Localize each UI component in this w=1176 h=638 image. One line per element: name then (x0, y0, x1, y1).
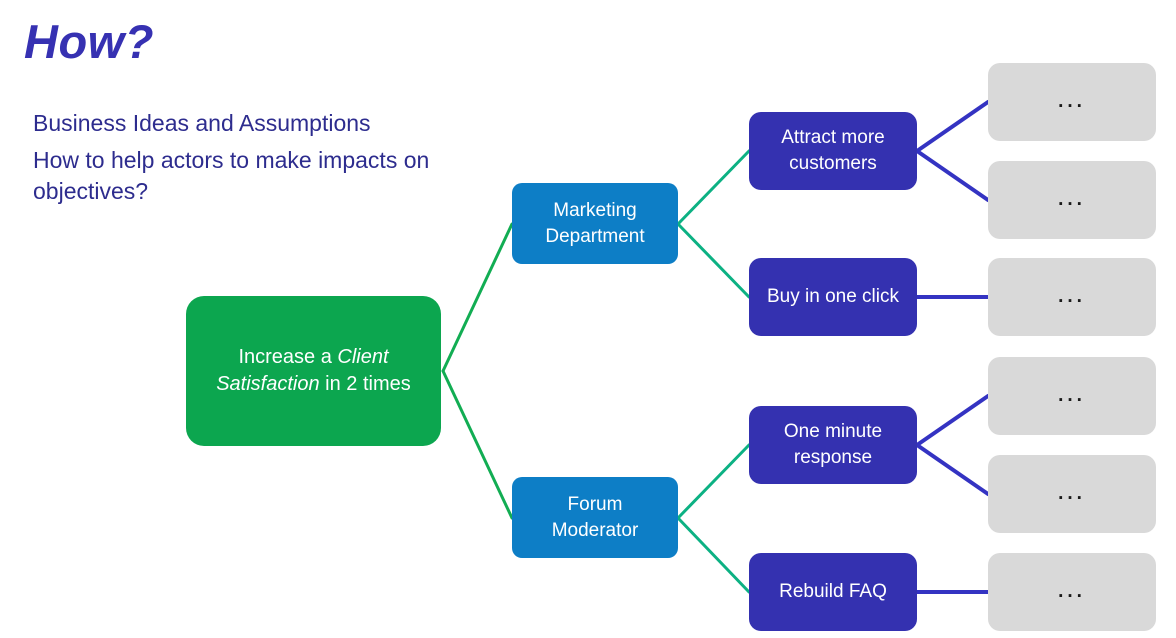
subtitle-line-1: Business Ideas and Assumptions (33, 110, 371, 136)
deliverable-ellipsis-label: ... (1058, 385, 1086, 406)
impact-node-one-minute-response: One minute response (749, 406, 917, 484)
deliverable-ellipsis-label: ... (1058, 91, 1086, 112)
deliverable-placeholder-node: ... (988, 258, 1156, 336)
goal-node-label: Increase a Client Satisfaction in 2 time… (211, 344, 416, 398)
impact-node-label: Attract more customers (781, 127, 885, 174)
impact-node-label: One minute response (783, 421, 883, 468)
connector-marketing-to-attract (676, 149, 751, 226)
subtitle-block: Business Ideas and Assumptions How to he… (33, 108, 495, 213)
subtitle-line-2: How to help actors to make impacts on ob… (33, 147, 430, 204)
deliverable-ellipsis-label: ... (1058, 483, 1086, 504)
connector-goal-to-forum (441, 369, 514, 520)
goal-label-prefix: Increase a (238, 346, 338, 368)
actor-node-label: Marketing Department (545, 199, 645, 247)
impact-node-label: Buy in one click (766, 286, 899, 307)
deliverable-placeholder-node: ... (988, 553, 1156, 631)
connector-oneminute-to-deliverable-5 (915, 443, 990, 496)
connector-marketing-to-buy (676, 222, 751, 299)
connector-attract-to-deliverable-2 (915, 149, 990, 202)
connector-forum-to-rebuild (676, 516, 751, 594)
actor-node-marketing-department: Marketing Department (512, 183, 678, 264)
impact-node-attract-more-customers: Attract more customers (749, 112, 917, 190)
impact-node-rebuild-faq: Rebuild FAQ (749, 553, 917, 631)
connector-attract-to-deliverable-1 (915, 100, 990, 153)
actor-node-forum-moderator: Forum Moderator (512, 477, 678, 558)
deliverable-ellipsis-label: ... (1058, 581, 1086, 602)
deliverable-ellipsis-label: ... (1058, 286, 1086, 307)
page-title: How? (24, 15, 154, 68)
connector-goal-to-marketing (441, 222, 514, 373)
deliverable-placeholder-node: ... (988, 455, 1156, 533)
deliverable-placeholder-node: ... (988, 63, 1156, 141)
deliverable-placeholder-node: ... (988, 357, 1156, 435)
deliverable-placeholder-node: ... (988, 161, 1156, 239)
goal-node-increase-client-satisfaction: Increase a Client Satisfaction in 2 time… (186, 296, 441, 446)
impact-node-label: Rebuild FAQ (779, 581, 887, 602)
goal-label-suffix: in 2 times (319, 373, 411, 395)
goal-label-italic: Client Satisfaction (216, 346, 389, 395)
connector-oneminute-to-deliverable-4 (915, 394, 990, 447)
connector-forum-to-oneminute (676, 443, 751, 520)
deliverable-ellipsis-label: ... (1058, 189, 1086, 210)
actor-node-label: Forum Moderator (551, 493, 639, 541)
impact-node-buy-in-one-click: Buy in one click (749, 258, 917, 336)
